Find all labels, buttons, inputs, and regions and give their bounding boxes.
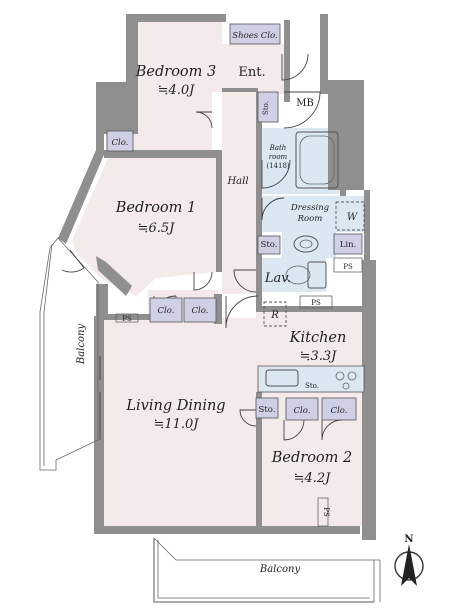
bathroom-label-1: Bath [269, 144, 287, 152]
hall-label: Hall [226, 176, 248, 187]
linen-label: Lin. [340, 240, 357, 250]
north-label: N [404, 534, 413, 545]
closet-label-bedroom1-b: Clo. [192, 306, 209, 316]
kitchen-area: ≒3.3J [300, 349, 338, 364]
bedroom2-area: ≒4.2J [294, 471, 332, 486]
storage-label-dressing: Sto. [261, 240, 278, 250]
fixtures [115, 131, 365, 527]
dressing-room-label-1: Dressing [290, 203, 330, 213]
lavatory-label: Lav. [264, 271, 291, 286]
ps-label-1: PS [343, 263, 353, 271]
shoes-closet-label: Shoes Clo. [232, 31, 277, 41]
entrance-label: Ent. [238, 65, 265, 80]
doors [61, 53, 343, 441]
ps-label-3: PS [122, 315, 132, 323]
balcony-label-bottom: Balcony [259, 564, 301, 575]
closet-label-bedroom2-b: Clo. [331, 406, 348, 416]
north-arrow: N [394, 534, 424, 586]
closet-label-bedroom2-a: Clo. [294, 406, 311, 416]
living-dining-area: ≒11.0J [153, 417, 199, 432]
closet-label-bedroom3: Clo. [112, 138, 129, 148]
ps-label-4: PS [322, 507, 330, 517]
bedroom2-name: Bedroom 2 [271, 450, 353, 466]
ps-label-2: PS [311, 299, 321, 307]
dressing-room-label-2: Room [297, 214, 323, 224]
walls [58, 14, 376, 540]
closets [106, 23, 363, 421]
storage-label-entrance: Sto. [262, 101, 270, 115]
bedroom3-name: Bedroom 3 [135, 64, 217, 80]
bedroom1-area: ≒6.5J [138, 221, 176, 236]
refrigerator-label: R [270, 310, 279, 321]
washer-label: W [347, 212, 358, 223]
mb-label: MB [296, 98, 314, 109]
storage-label-living: Sto. [259, 405, 276, 415]
living-dining-name: Living Dining [125, 398, 225, 414]
north-arrow-icon [401, 544, 417, 586]
kitchen-name: Kitchen [289, 330, 347, 346]
bedroom3-area: ≒4.0J [158, 83, 196, 98]
labels: Bedroom 3 ≒4.0J Bedroom 1 ≒6.5J Living D… [76, 31, 358, 575]
bathroom-label-2: room [269, 153, 288, 161]
closet-label-bedroom1-a: Clo. [158, 306, 175, 316]
bedroom1-name: Bedroom 1 [115, 200, 197, 216]
balconies [39, 237, 381, 603]
balcony-label-left: Balcony [76, 324, 87, 366]
bathroom-size: (1418) [266, 162, 290, 170]
storage-label-kitchen: Sto. [305, 382, 319, 390]
